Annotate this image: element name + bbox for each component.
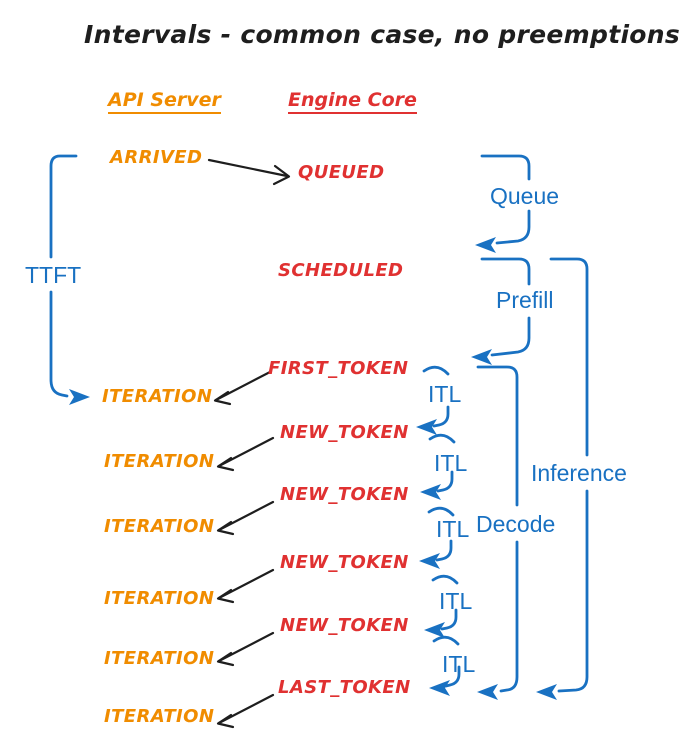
arrow-newtoken4-to-iteration [216, 631, 275, 667]
event-last-token: LAST_TOKEN [278, 677, 411, 698]
decode-bracket-arrow [476, 365, 519, 700]
event-queued: QUEUED [298, 162, 385, 183]
event-scheduled: SCHEDULED [278, 260, 404, 281]
itl-bracket-arrow-3 [419, 506, 455, 569]
itl-bracket-arrow-5 [429, 635, 461, 696]
interval-label-ttft: TTFT [25, 262, 82, 288]
interval-label-inference: Inference [531, 460, 627, 486]
interval-label-itl-4: ITL [439, 588, 473, 614]
interval-label-itl-2: ITL [434, 450, 468, 476]
itl-bracket-arrow-2 [420, 433, 456, 500]
interval-label-itl-5: ITL [442, 651, 476, 677]
queue-bracket-arrow [475, 154, 531, 253]
interval-label-prefill: Prefill [496, 287, 554, 313]
column-header-api-server: API Server [108, 89, 221, 114]
itl-bracket-arrow-4 [424, 574, 459, 638]
event-iteration-5: ITERATION [104, 648, 215, 669]
page-title: Intervals - common case, no preemptions [84, 20, 679, 49]
prefill-bracket-arrow [471, 257, 531, 365]
arrow-firsttoken-to-iteration [213, 370, 272, 406]
event-new-token-3: NEW_TOKEN [280, 552, 409, 573]
event-first-token: FIRST_TOKEN [268, 358, 409, 379]
inference-bracket-arrow [536, 257, 589, 700]
arrow-newtoken2-to-iteration [216, 500, 275, 536]
event-arrived: ARRIVED [110, 147, 203, 168]
event-new-token-2: NEW_TOKEN [280, 484, 409, 505]
itl-bracket-arrow-1 [416, 365, 450, 435]
arrow-newtoken1-to-iteration [216, 436, 275, 472]
ttft-bracket-arrow [49, 154, 90, 405]
event-iteration-4: ITERATION [104, 588, 215, 609]
event-iteration-3: ITERATION [104, 516, 215, 537]
interval-label-itl-1: ITL [428, 381, 462, 407]
arrow-newtoken3-to-iteration [216, 568, 275, 604]
column-header-engine-core: Engine Core [288, 89, 417, 114]
event-new-token-4: NEW_TOKEN [280, 615, 409, 636]
event-iteration-1: ITERATION [102, 386, 213, 407]
event-iteration-2: ITERATION [104, 451, 215, 472]
interval-label-decode: Decode [476, 511, 556, 537]
interval-label-itl-3: ITL [436, 516, 470, 542]
arrow-arrived-to-queued [207, 158, 291, 186]
arrow-lasttoken-to-iteration [216, 693, 275, 729]
event-new-token-1: NEW_TOKEN [280, 422, 409, 443]
interval-label-queue: Queue [490, 183, 560, 209]
event-iteration-6: ITERATION [104, 706, 215, 727]
